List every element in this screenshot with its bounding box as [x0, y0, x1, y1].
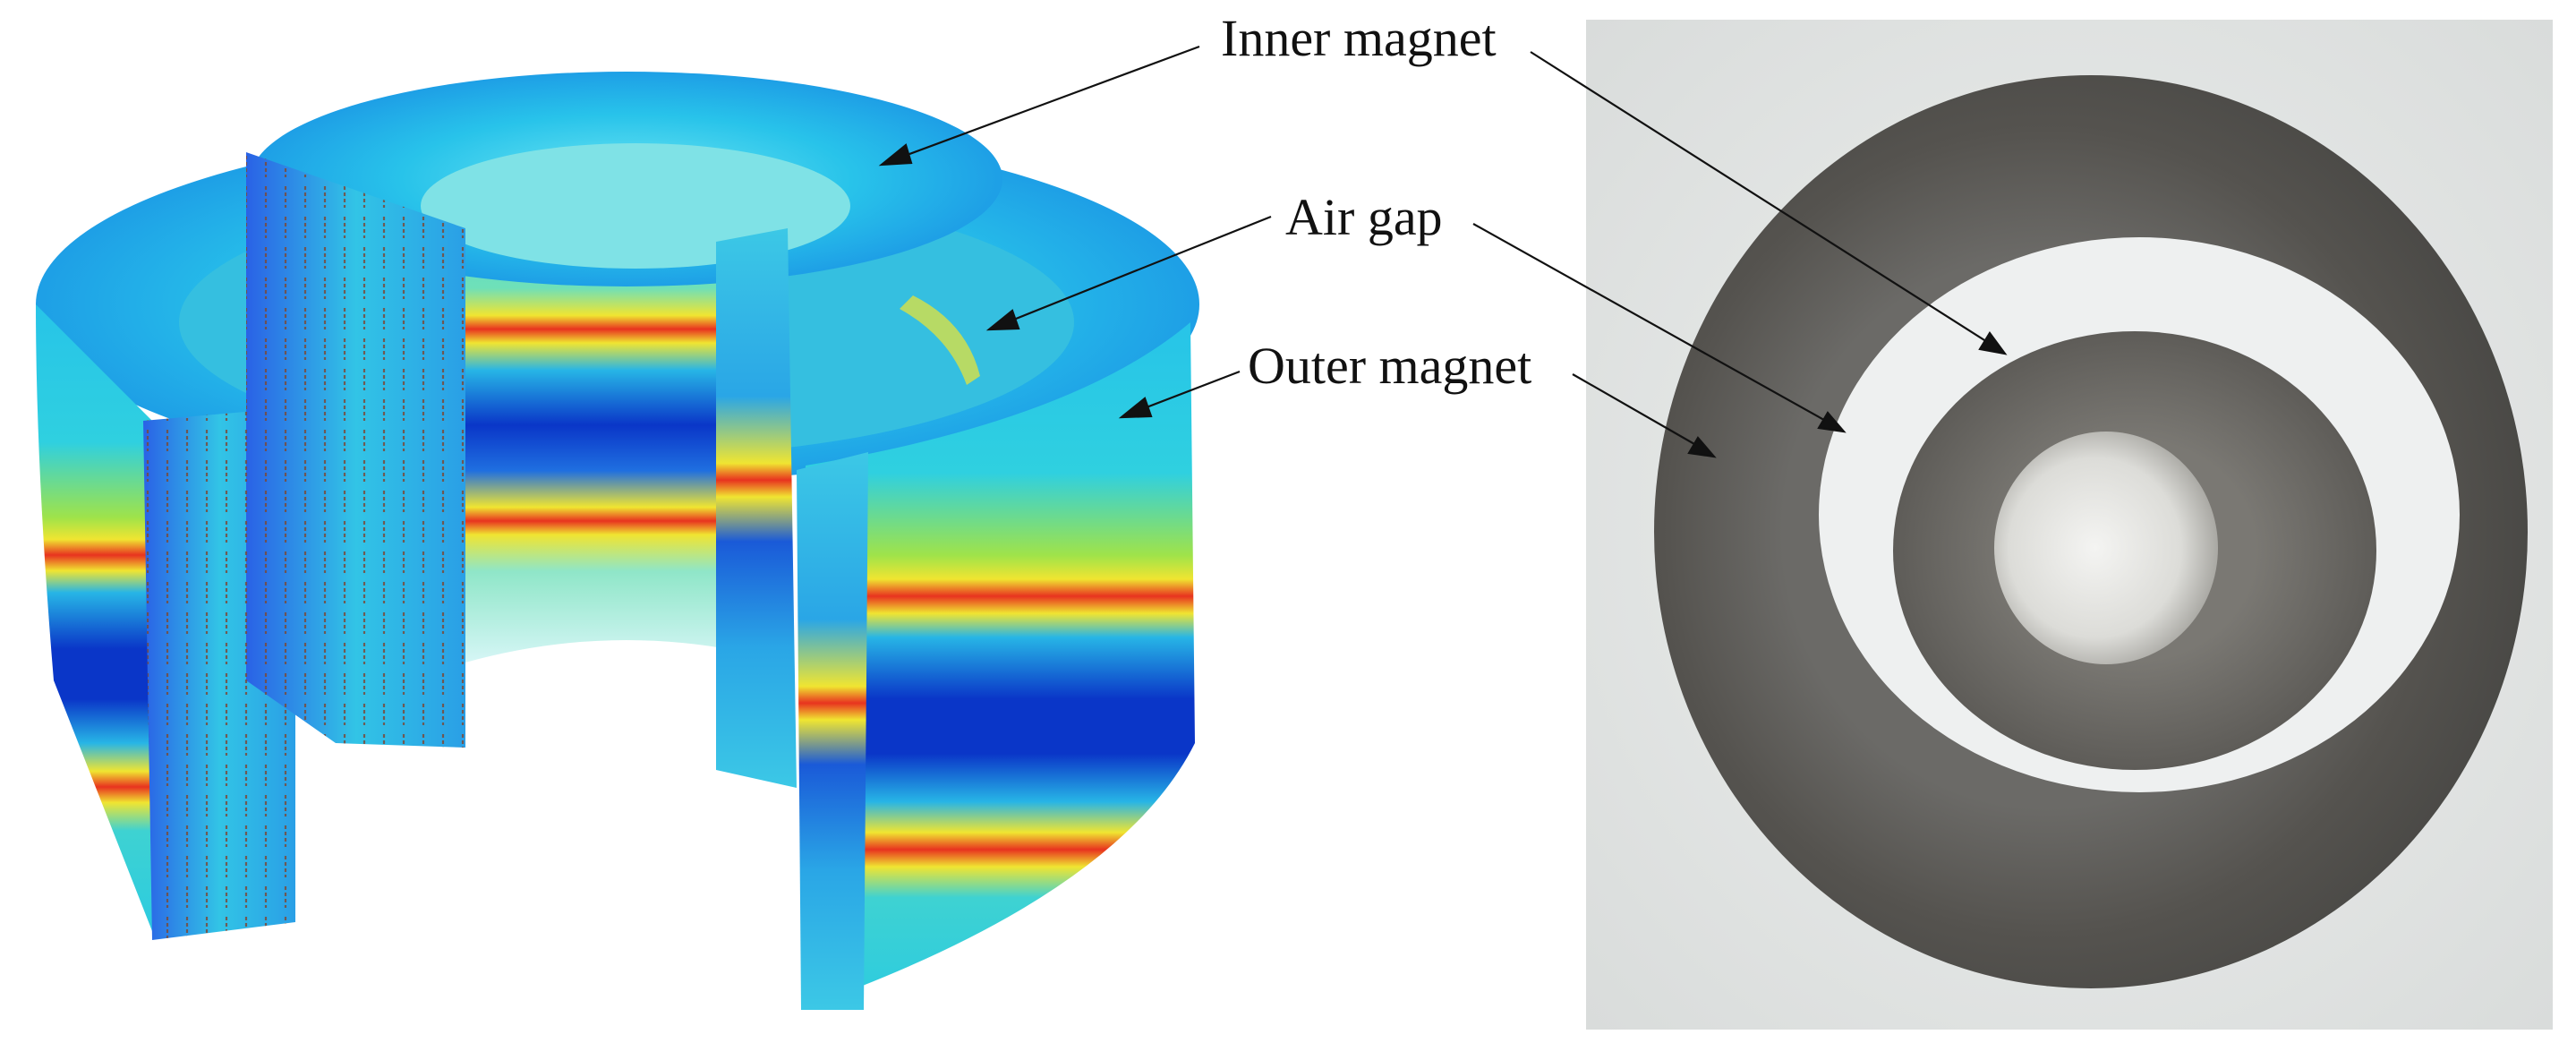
inner-magnet-left-cut-arrows — [246, 152, 465, 748]
leader-lines — [878, 45, 2008, 458]
air-gap-band — [900, 295, 980, 385]
leader-inner-photo — [1530, 51, 1992, 346]
leader-outer-sim — [1134, 370, 1241, 414]
leader-inner-sim — [894, 45, 1200, 161]
inner-magnet-inner-wall — [465, 206, 788, 662]
outer-magnet-left-wall — [36, 304, 152, 931]
center-hole — [1994, 432, 2218, 664]
arrowhead-air-photo — [1817, 411, 1847, 433]
arrowhead-inner-photo — [1978, 331, 2008, 355]
label-outer-magnet: Outer magnet — [1248, 337, 1532, 395]
simulation-field-render — [36, 72, 1199, 1010]
arrowhead-outer-sim — [1118, 397, 1153, 419]
inner-magnet-right-cut — [716, 228, 797, 788]
label-air-gap: Air gap — [1285, 188, 1443, 246]
arrowhead-air-sim — [985, 309, 1020, 331]
leader-air-photo — [1472, 223, 1831, 424]
outer-magnet-right-cut — [797, 452, 868, 1010]
leader-outer-photo — [1572, 373, 1702, 449]
leader-air-sim — [1002, 215, 1272, 326]
outer-magnet-right-wall — [806, 322, 1195, 1007]
arrowhead-outer-photo — [1687, 436, 1717, 458]
magnet-rings-photo — [1586, 20, 2553, 1030]
arrowhead-inner-sim — [878, 143, 913, 167]
label-inner-magnet: Inner magnet — [1221, 9, 1497, 67]
